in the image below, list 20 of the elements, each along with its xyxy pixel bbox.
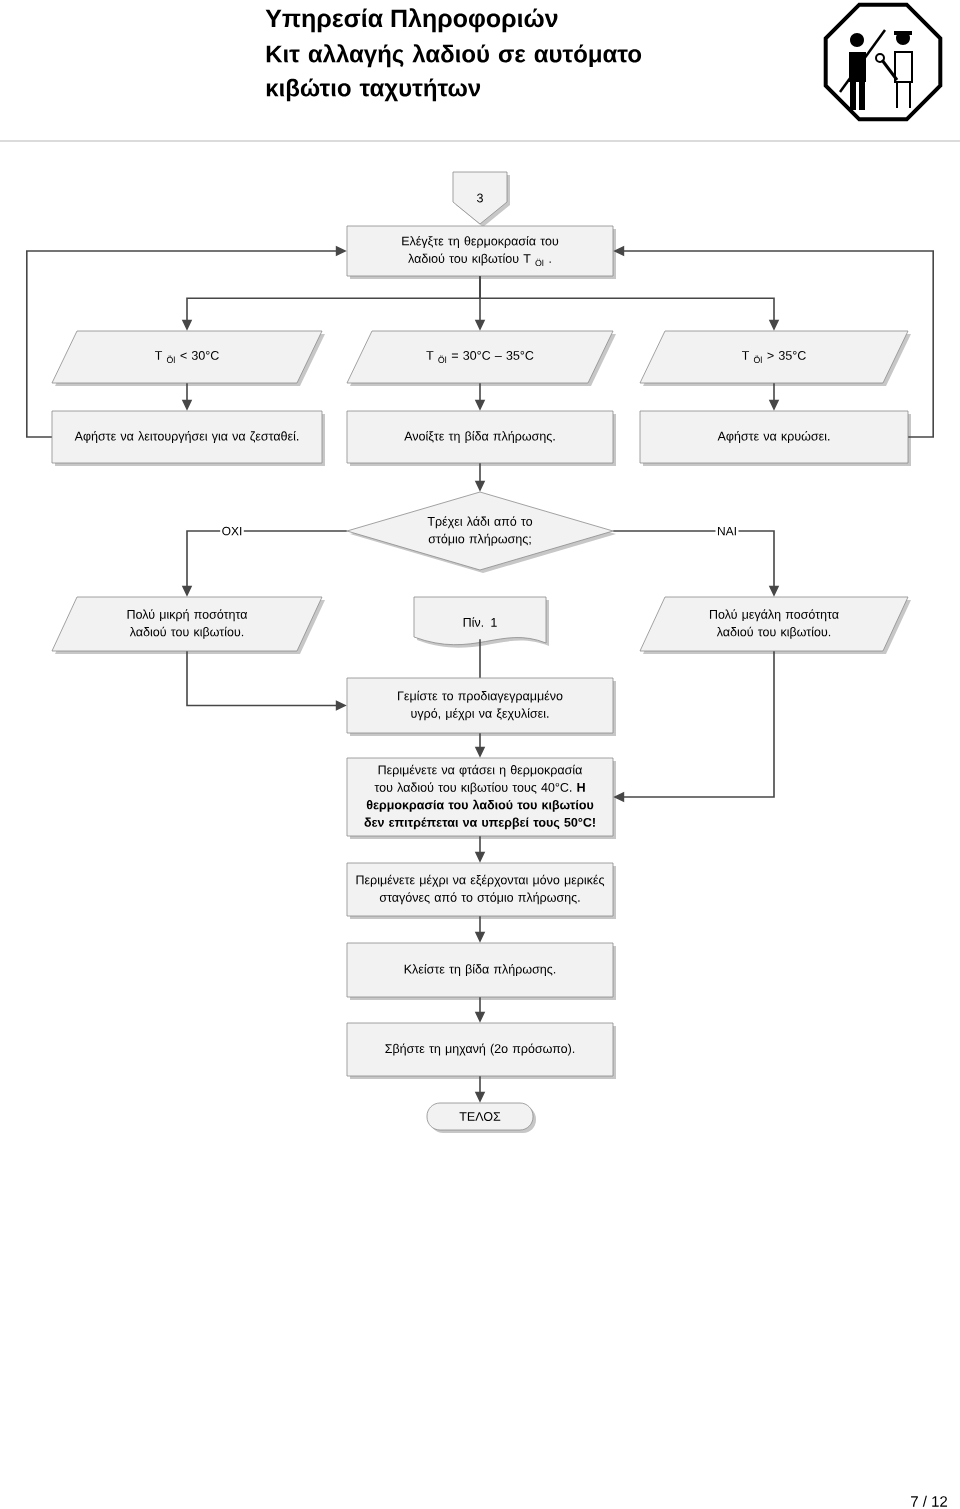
edge-label: ΝΑΙ [715, 525, 739, 537]
data-parallelogram: T $_{Öl}$ = 30°C – 35°C [346, 330, 616, 386]
data-parallelogram: T $_{Öl}$ < 30°C [51, 330, 325, 386]
process-box: Σβήστε τη μηχανή (2ο πρόσωπο). [346, 1022, 616, 1079]
process-box: Αφήστε να κρυώσει. [639, 410, 911, 466]
data-parallelogram: Πολύ μεγάλη ποσότητα λαδιού του κιβωτίου. [639, 596, 911, 654]
data-parallelogram: T $_{Öl}$ > 35°C [639, 330, 911, 386]
process-box: Ανοίξτε τη βίδα πλήρωσης. [346, 410, 616, 466]
page-number: 7 / 12 [911, 1495, 948, 1507]
end-terminator: ΤΕΛΟΣ [426, 1102, 536, 1133]
off-page-connector: 3 [452, 171, 510, 227]
process-box: Αφήστε να λειτουργήσει για να ζεσταθεί. [51, 410, 325, 466]
process-box: Περιμένετε να φτάσει η θερμοκρασία του λαδιού του κιβωτίου τους 40°C. Η θερμοκρασία του λαδιού του κιβωτίου δεν επιτρέπεται να υπερβεί τους 50°C! [346, 757, 616, 839]
process-box: Γεμίστε το προδιαγεγραμμένο υγρό, μέχρι να ξεχυλίσει. [346, 677, 616, 736]
data-parallelogram: Πολύ μικρή ποσότητα λαδιού του κιβωτίου. [51, 596, 325, 654]
process-box: Κλείστε τη βίδα πλήρωσης. [346, 942, 616, 1000]
subtitle: Κιτ αλλαγής λαδιού σε αυτόματο κιβώτιο ταχυτήτων [266, 44, 642, 102]
edge-label: ΟΧΙ [220, 525, 244, 537]
process-box: Περιμένετε μέχρι να εξέρχονται μόνο μερικές σταγόνες από το στόμιο πλήρωσης. [346, 862, 616, 919]
page-title: Υπηρεσία Πληροφοριών [265, 8, 558, 33]
